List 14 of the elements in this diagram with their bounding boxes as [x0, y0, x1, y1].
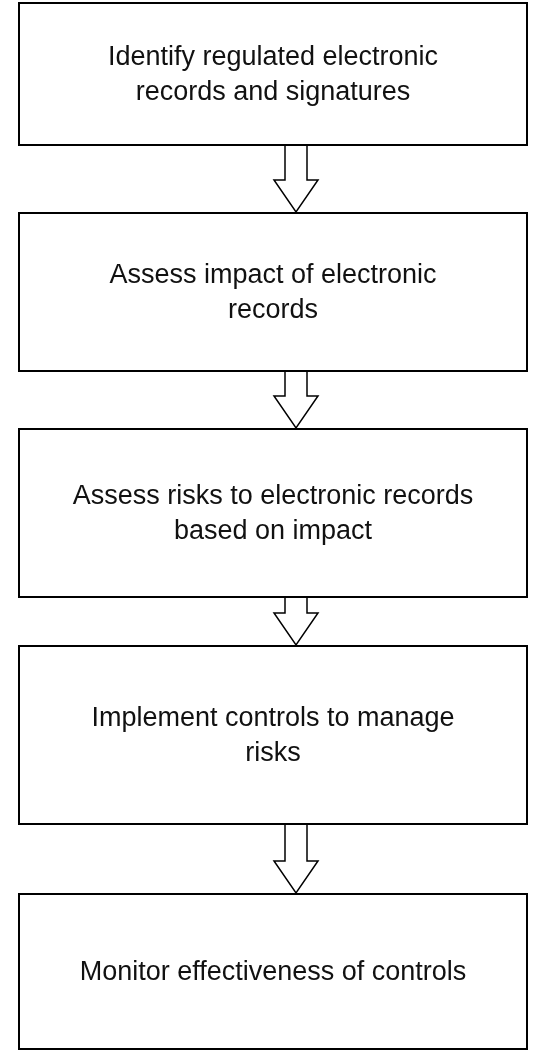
- process-box: [18, 2, 528, 146]
- process-box: [18, 645, 528, 825]
- block-arrow: [272, 371, 320, 430]
- block-arrow: [272, 597, 320, 647]
- block-arrow: [272, 145, 320, 214]
- block-arrow: [272, 824, 320, 895]
- process-box: [18, 212, 528, 372]
- process-box: [18, 428, 528, 598]
- step-text: Assess risks to electronic records based on impact: [71, 478, 475, 547]
- step-text: Identify regulated electronic records and signatures: [106, 39, 440, 108]
- step-text: Assess impact of electronic records: [108, 257, 438, 326]
- process-box: [18, 893, 528, 1050]
- step-text: Implement controls to manage risks: [90, 700, 456, 769]
- step-text: Monitor effectiveness of controls: [79, 954, 467, 988]
